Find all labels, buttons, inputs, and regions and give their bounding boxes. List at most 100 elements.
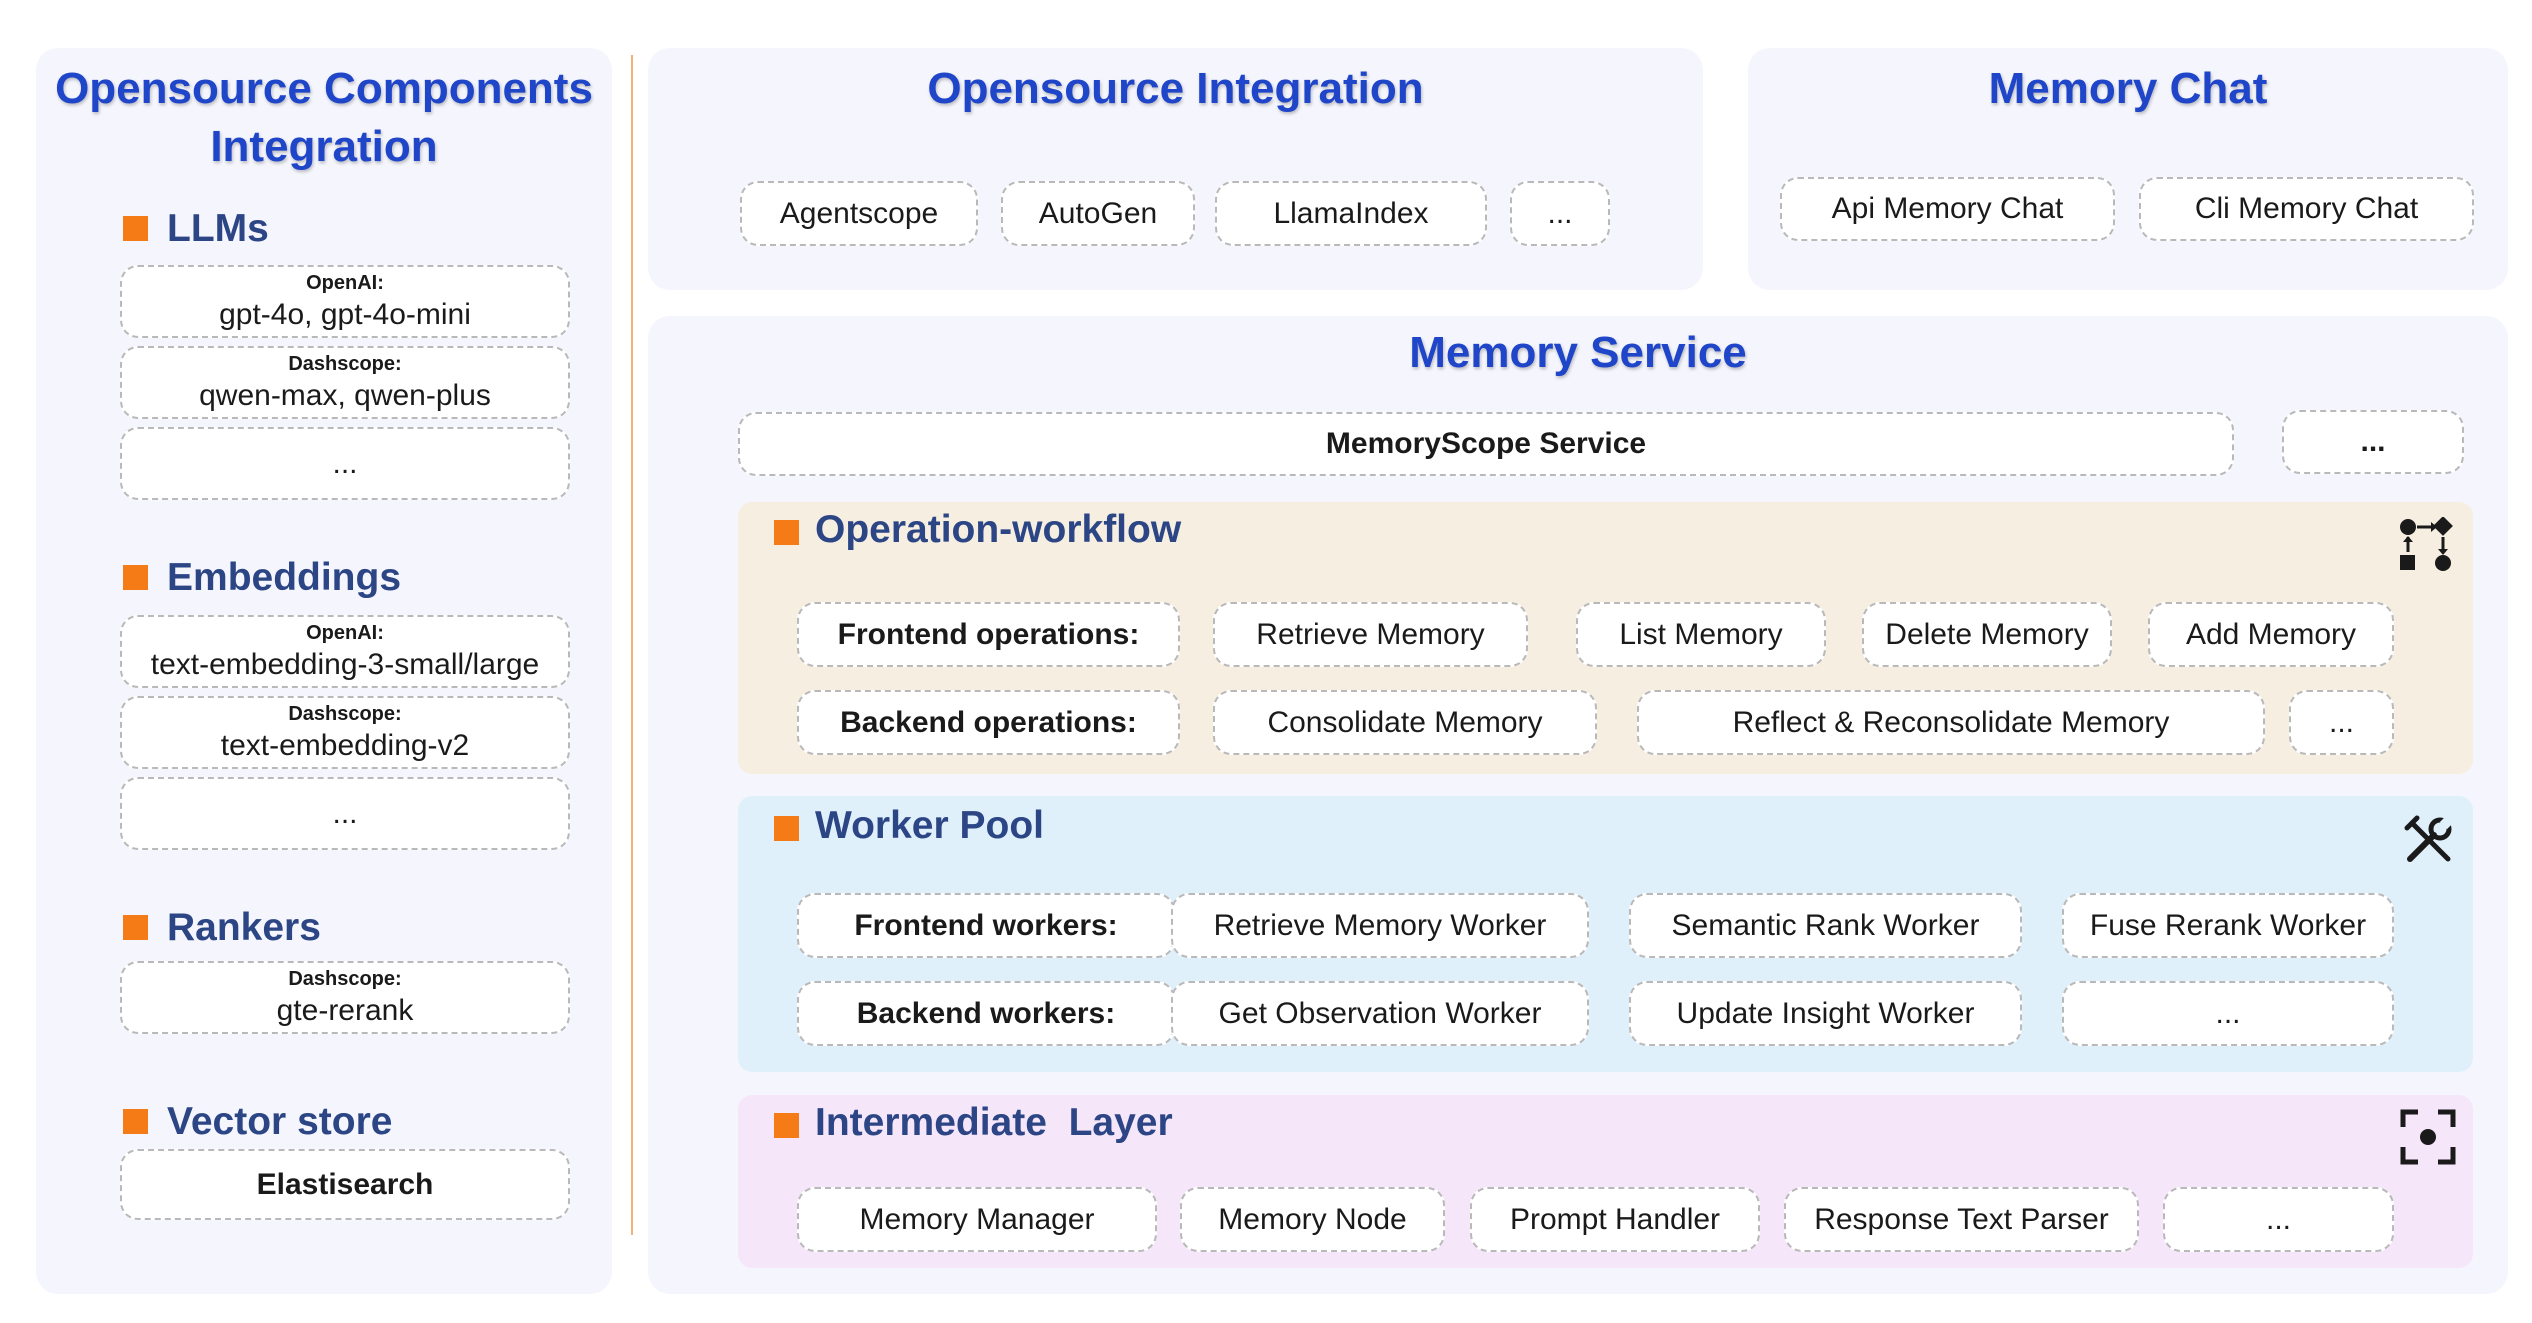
model-names: gpt-4o, gpt-4o-mini	[219, 297, 471, 331]
op-more: ...	[2289, 690, 2394, 755]
worker-retrieve-memory: Retrieve Memory Worker	[1171, 893, 1589, 958]
ranker-dashscope-box: Dashscope: gte-rerank	[120, 961, 570, 1034]
service-label: ...	[2360, 425, 2386, 458]
model-names: gte-rerank	[276, 993, 414, 1027]
memory-manager: Memory Manager	[797, 1187, 1157, 1252]
service-label: MemoryScope Service	[1325, 427, 1647, 460]
more-label: ...	[332, 796, 358, 830]
more-label: ...	[332, 446, 358, 480]
llm-more-box: ...	[120, 427, 570, 500]
op-label: Delete Memory	[1885, 617, 2089, 651]
intermediate-heading: Intermediate Layer	[815, 1101, 1173, 1144]
row-label: Backend workers:	[856, 996, 1116, 1030]
op-label: ...	[2328, 705, 2354, 739]
workflow-heading: Operation-workflow	[815, 508, 1182, 551]
memoryscope-service-box: MemoryScope Service	[738, 412, 2234, 476]
op-list-memory: List Memory	[1576, 602, 1826, 667]
service-more-box: ...	[2282, 410, 2464, 474]
memory-service-title: Memory Service	[1409, 328, 1747, 377]
components-title: Opensource Components	[55, 64, 593, 113]
op-retrieve-memory: Retrieve Memory	[1213, 602, 1528, 667]
worker-label: Semantic Rank Worker	[1671, 908, 1980, 942]
embedding-openai-box: OpenAI: text-embedding-3-small/large	[120, 615, 570, 688]
embedding-more-box: ...	[120, 777, 570, 850]
provider-label: Dashscope:	[288, 967, 402, 990]
intermediate-more: ...	[2163, 1187, 2394, 1252]
vector-store-box: Elastisearch	[120, 1149, 570, 1220]
layer-label: Memory Node	[1218, 1202, 1407, 1236]
worker-update-insight: Update Insight Worker	[1629, 981, 2022, 1046]
llms-bullet	[123, 216, 148, 241]
op-reflect-reconsolidate: Reflect & Reconsolidate Memory	[1637, 690, 2265, 755]
integration-label: Agentscope	[779, 196, 939, 230]
worker-label: Fuse Rerank Worker	[2089, 908, 2367, 942]
integration-more: ...	[1510, 181, 1610, 246]
frontend-workers-label: Frontend workers:	[797, 893, 1175, 958]
provider-label: OpenAI:	[306, 621, 384, 644]
llms-heading: LLMs	[167, 207, 269, 250]
response-text-parser: Response Text Parser	[1784, 1187, 2139, 1252]
workflow-icon	[2400, 517, 2453, 571]
provider-label: Dashscope:	[288, 352, 402, 375]
prompt-handler: Prompt Handler	[1470, 1187, 1760, 1252]
model-names: text-embedding-3-small/large	[150, 647, 540, 681]
rankers-heading: Rankers	[167, 906, 321, 949]
embedding-dashscope-box: Dashscope: text-embedding-v2	[120, 696, 570, 769]
integration-llamaindex: LlamaIndex	[1215, 181, 1487, 246]
integration-title: Opensource Integration	[927, 64, 1424, 113]
backend-operations-label: Backend operations:	[797, 690, 1180, 755]
vector-store-heading: Vector store	[167, 1100, 393, 1143]
embeddings-bullet	[123, 565, 148, 590]
worker-label: ...	[2215, 996, 2241, 1030]
frontend-operations-label: Frontend operations:	[797, 602, 1180, 667]
chat-label: Cli Memory Chat	[2194, 192, 2419, 225]
workflow-bullet	[774, 520, 799, 545]
worker-get-observation: Get Observation Worker	[1171, 981, 1589, 1046]
cli-memory-chat: Cli Memory Chat	[2139, 177, 2474, 241]
vector-store-name: Elastisearch	[256, 1167, 434, 1201]
llm-openai-box: OpenAI: gpt-4o, gpt-4o-mini	[120, 265, 570, 338]
intermediate-bullet	[774, 1113, 799, 1138]
model-names: qwen-max, qwen-plus	[199, 378, 491, 412]
row-label: Backend operations:	[840, 705, 1137, 739]
integration-panel: Opensource Integration	[648, 48, 1703, 290]
worker-pool-heading: Worker Pool	[815, 804, 1044, 847]
op-consolidate-memory: Consolidate Memory	[1213, 690, 1597, 755]
tools-icon	[2404, 815, 2454, 862]
layer-label: Memory Manager	[859, 1202, 1095, 1236]
worker-label: Update Insight Worker	[1676, 996, 1975, 1030]
focus-icon	[2400, 1109, 2456, 1165]
row-label: Frontend workers:	[854, 908, 1118, 942]
integration-label: LlamaIndex	[1273, 196, 1429, 230]
op-label: Add Memory	[2185, 617, 2357, 651]
integration-label: ...	[1547, 196, 1573, 230]
worker-fuse-rerank: Fuse Rerank Worker	[2062, 893, 2394, 958]
op-label: Consolidate Memory	[1267, 705, 1543, 739]
api-memory-chat: Api Memory Chat	[1780, 177, 2115, 241]
worker-more: ...	[2062, 981, 2394, 1046]
backend-workers-label: Backend workers:	[797, 981, 1175, 1046]
memory-chat-panel: Memory Chat	[1748, 48, 2508, 290]
op-delete-memory: Delete Memory	[1862, 602, 2112, 667]
integration-autogen: AutoGen	[1001, 181, 1195, 246]
model-names: text-embedding-v2	[220, 728, 470, 762]
op-label: Retrieve Memory	[1256, 617, 1485, 651]
layer-label: Response Text Parser	[1814, 1202, 2109, 1236]
integration-agentscope: Agentscope	[740, 181, 978, 246]
worker-label: Get Observation Worker	[1218, 996, 1542, 1030]
worker-semantic-rank: Semantic Rank Worker	[1629, 893, 2022, 958]
row-label: Frontend operations:	[837, 617, 1140, 651]
panel-divider	[631, 55, 633, 1235]
chat-label: Api Memory Chat	[1831, 192, 2064, 225]
provider-label: OpenAI:	[306, 271, 384, 294]
integration-label: AutoGen	[1038, 196, 1158, 230]
memory-node: Memory Node	[1180, 1187, 1445, 1252]
provider-label: Dashscope:	[288, 702, 402, 725]
embeddings-heading: Embeddings	[167, 556, 402, 599]
worker-pool-bullet	[774, 816, 799, 841]
op-label: List Memory	[1619, 617, 1783, 651]
worker-label: Retrieve Memory Worker	[1213, 908, 1547, 942]
rankers-bullet	[123, 915, 148, 940]
components-title-line2: Integration	[210, 122, 438, 171]
llm-dashscope-box: Dashscope: qwen-max, qwen-plus	[120, 346, 570, 419]
